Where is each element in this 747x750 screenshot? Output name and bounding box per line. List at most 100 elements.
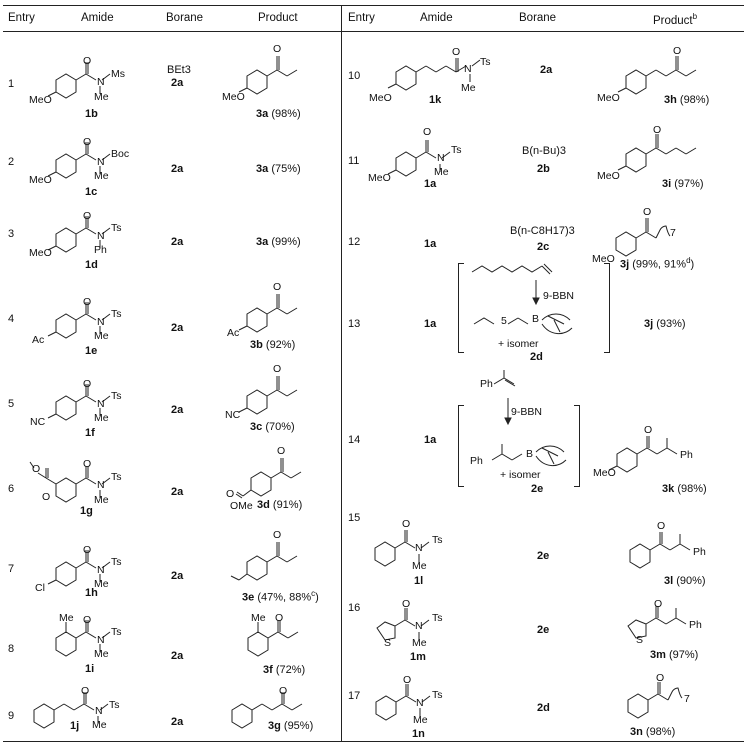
group-Ts: Ts: [451, 144, 462, 156]
amide-structure: [55, 620, 111, 657]
header-product-left: Product: [258, 12, 298, 24]
atom-O: O: [657, 520, 666, 532]
product-yield: 3i (97%): [662, 178, 704, 190]
entry-number: 12: [348, 236, 361, 248]
atom-O: O: [423, 126, 432, 138]
borane-id: 2a: [171, 716, 184, 728]
product-yield: 3a (75%): [256, 163, 301, 175]
group-Me: Me: [94, 91, 109, 103]
product-yield: 3k (98%): [662, 483, 707, 495]
atom-N: N: [97, 230, 105, 242]
amide-id: 1e: [85, 345, 98, 357]
atom-N: N: [95, 705, 103, 717]
borane-id: 2a: [171, 77, 184, 89]
atom-O: O: [452, 46, 461, 58]
atom-O: O: [83, 458, 92, 470]
amide-id: 1i: [85, 663, 95, 675]
amide-id: 1k: [429, 94, 442, 106]
amide-structure: [387, 140, 451, 177]
atom-N: N: [415, 542, 423, 554]
amide-id: 1j: [70, 720, 80, 732]
product-yield: 3e (47%, 88%c): [242, 589, 319, 604]
entry-number: 3: [8, 228, 15, 240]
product-yield: 3j (93%): [644, 318, 686, 330]
borane-id: 2d: [530, 351, 543, 363]
atom-O: O: [42, 491, 51, 503]
table-bottom-rule: [3, 741, 744, 742]
reagent-9bbn: 9-BBN: [511, 406, 542, 418]
entry-number: 13: [348, 318, 361, 330]
amide-structure: [47, 384, 111, 421]
bracket-right: [604, 263, 610, 353]
amide-structure: [374, 530, 430, 567]
atom-N: N: [97, 479, 105, 491]
product-yield: 3d (91%): [257, 499, 303, 511]
group-Me: Me: [92, 719, 107, 731]
product-structure: [238, 294, 298, 333]
atom-O: O: [273, 43, 282, 55]
atom-O: O: [673, 45, 682, 57]
group-Ts: Ts: [111, 471, 122, 483]
product-structure: [247, 620, 299, 657]
product-yield: 3n (98%): [630, 726, 676, 738]
atom-O: O: [83, 210, 92, 222]
amide-structure: [47, 302, 111, 339]
amide-id: 1c: [85, 186, 98, 198]
borane-id: 2a: [171, 322, 184, 334]
atom-N: N: [97, 156, 105, 168]
atom-O: O: [83, 614, 92, 626]
header-entry-left: Entry: [8, 12, 35, 24]
header-borane-left: Borane: [166, 12, 204, 24]
group-Ts: Ts: [111, 556, 122, 568]
bracket-left: [458, 263, 464, 353]
borane-id: 2e: [531, 483, 544, 495]
group-Ts: Ts: [109, 699, 120, 711]
group-OMe: OMe: [230, 500, 253, 512]
header-borane-right: Borane: [519, 12, 557, 24]
product-yield: 3c (70%): [250, 421, 295, 433]
entry-number: 8: [8, 643, 15, 655]
product-structure: [230, 542, 298, 581]
atom-O: O: [83, 544, 92, 556]
group-Me: Me: [412, 637, 427, 649]
header-amide-left: Amide: [81, 12, 114, 24]
amide-id: 1f: [85, 427, 95, 439]
group-Ts: Ts: [432, 612, 443, 624]
atom-O: O: [279, 685, 288, 697]
product-structure: [627, 682, 683, 719]
atom-N: N: [464, 63, 472, 75]
amide-structure: [375, 684, 431, 721]
product-yield: 3a (99%): [256, 236, 301, 248]
header-entry-right: Entry: [348, 12, 375, 24]
hydroboration-scheme: [471, 263, 573, 334]
atom-S: S: [384, 637, 392, 649]
group-Ms: Ms: [111, 68, 125, 80]
product-yield: 3l (90%): [664, 575, 706, 587]
borane-id: 2e: [537, 624, 550, 636]
atom-O: O: [83, 296, 92, 308]
borane-id: 2d: [537, 702, 550, 714]
entry-number: 11: [348, 155, 360, 167]
amide-id: 1m: [410, 651, 426, 663]
isomer-label: + isomer: [500, 469, 541, 481]
product-yield: 3b (92%): [250, 339, 296, 351]
group-Me: Me: [94, 494, 109, 506]
atom-B: B: [532, 313, 540, 325]
subscript-7: 7: [684, 693, 690, 705]
borane-id: 2a: [171, 650, 184, 662]
group-MeO: MeO: [29, 94, 52, 106]
product-structure: [608, 436, 678, 473]
borane-formula: B(n-C8H17)3: [510, 225, 575, 237]
group-Me: Me: [412, 560, 427, 572]
group-Ph: Ph: [470, 455, 483, 467]
amide-id: 1a: [424, 434, 437, 446]
atom-O: O: [277, 445, 286, 457]
amide-id: 1a: [424, 238, 437, 250]
product-structure: [629, 532, 691, 569]
amide-id: 1n: [412, 728, 425, 740]
product-structure: [231, 692, 303, 729]
group-Me: Me: [413, 714, 428, 726]
group-Me: Me: [461, 82, 476, 94]
atom-O: O: [656, 672, 665, 684]
